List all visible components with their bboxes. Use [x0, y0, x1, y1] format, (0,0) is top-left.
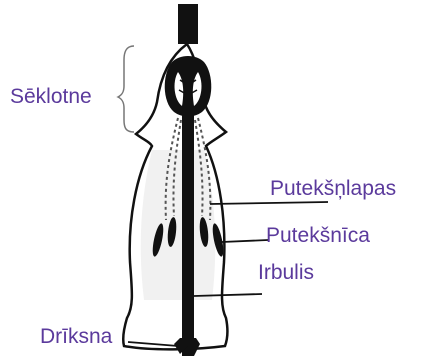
label-putekslapas: Putekšņlapas [270, 178, 396, 199]
label-driksna: Drīksna [40, 326, 112, 347]
seklotne-brace [118, 46, 134, 132]
label-irbulis: Irbulis [258, 262, 314, 283]
style-column [182, 112, 194, 356]
label-seklotne: Sēklotne [10, 86, 92, 107]
putekslapas-leader [210, 202, 328, 204]
label-puteksnica: Putekšnīca [266, 225, 370, 246]
puteksnica-leader [222, 240, 268, 242]
ovary [165, 56, 212, 117]
top-stalk [178, 4, 198, 44]
